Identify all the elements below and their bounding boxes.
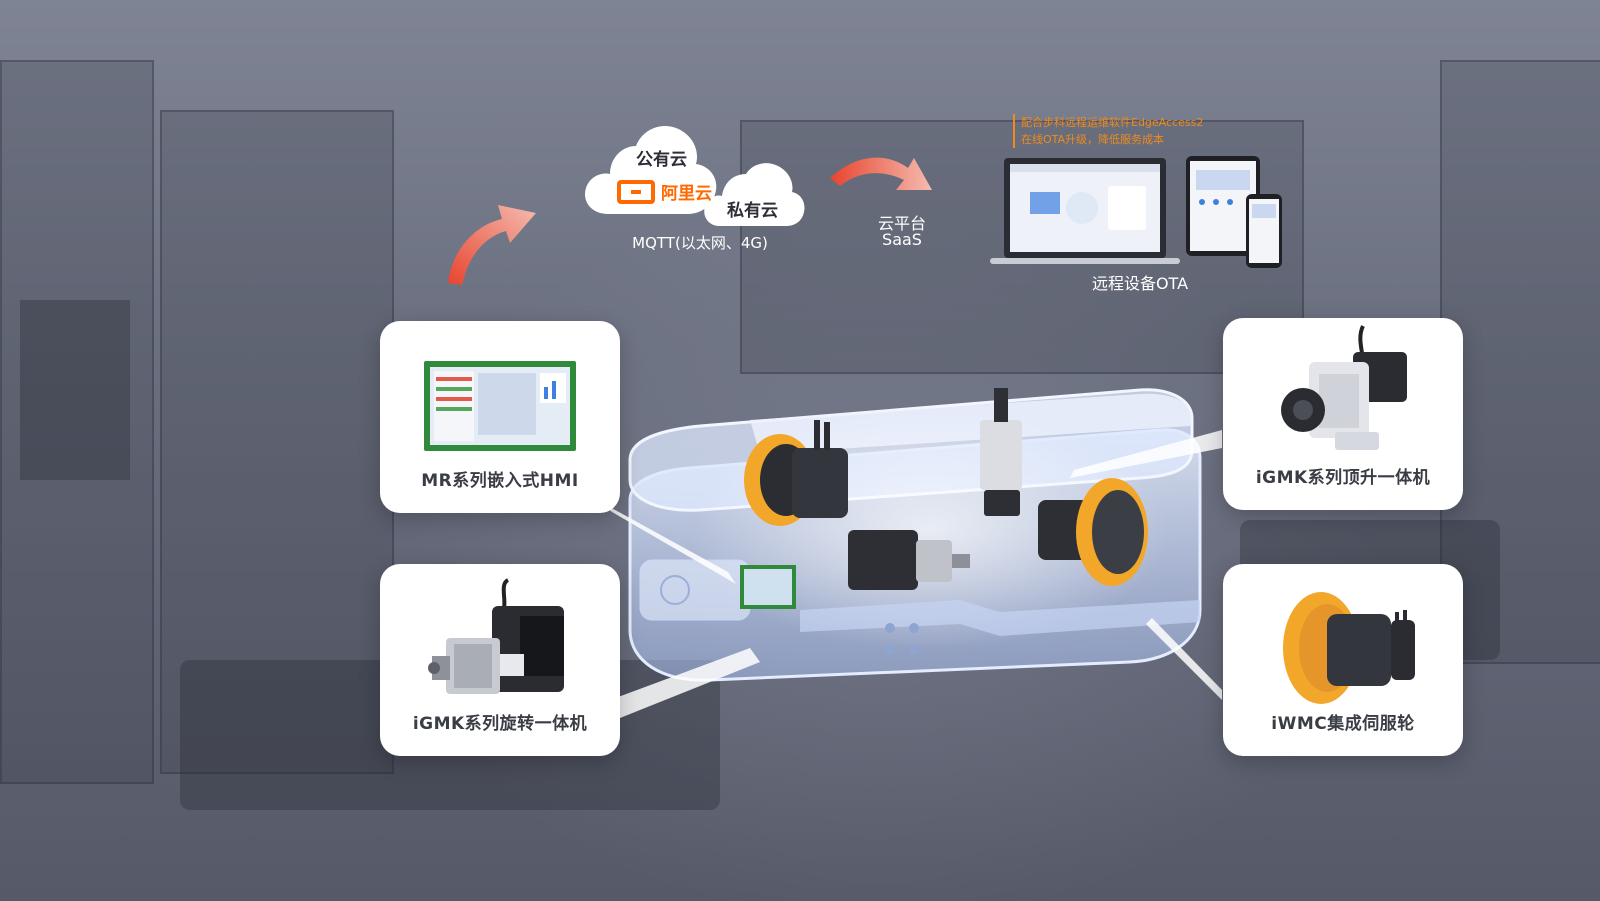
ota-note-line2: 在线OTA升级，降低服务成本: [1021, 133, 1165, 146]
servo-wheel-icon: [1283, 592, 1415, 704]
bg-shelf-right: [1440, 60, 1600, 664]
ota-note: 配合步科远程运维软件EdgeAccess2 在线OTA升级，降低服务成本: [1013, 114, 1203, 148]
product-card-hmi[interactable]: MR系列嵌入式HMI: [380, 321, 620, 513]
private-cloud-label: 私有云: [727, 201, 778, 221]
bg-shelf-left-panel: [20, 300, 130, 480]
protocol-label: MQTT(以太网、4G): [632, 234, 768, 252]
upload-arrow-icon: [448, 205, 536, 285]
product-label-hmi: MR系列嵌入式HMI: [421, 471, 579, 491]
product-card-wheel[interactable]: iWMC集成伺服轮: [1223, 564, 1463, 756]
ota-label: 远程设备OTA: [1091, 274, 1189, 293]
product-card-rotation[interactable]: iGMK系列旋转一体机: [380, 564, 620, 756]
saas-label-line1: 云平台: [877, 214, 926, 233]
product-label-lift: iGMK系列顶升一体机: [1255, 468, 1431, 488]
ota-devices-illustration: [990, 156, 1282, 268]
hmi-screen-icon: [424, 361, 576, 451]
public-cloud-label: 公有云: [636, 150, 687, 170]
bg-shelf-left: [0, 60, 154, 784]
product-label-rotation: iGMK系列旋转一体机: [412, 714, 588, 734]
saas-label-line2: SaaS: [882, 230, 922, 249]
bg-shelf-left-2: [160, 110, 394, 774]
aliyun-label: 阿里云: [661, 184, 712, 204]
saas-arrow-icon: [830, 157, 932, 190]
product-card-lift[interactable]: iGMK系列顶升一体机: [1223, 318, 1463, 510]
aliyun-logo-icon: [617, 180, 655, 204]
rotation-servo-icon: [428, 578, 564, 694]
private-cloud-icon: [704, 163, 805, 226]
product-label-wheel: iWMC集成伺服轮: [1271, 714, 1415, 734]
ota-note-line1: 配合步科远程运维软件EdgeAccess2: [1021, 116, 1204, 129]
lift-servo-icon: [1281, 325, 1407, 450]
